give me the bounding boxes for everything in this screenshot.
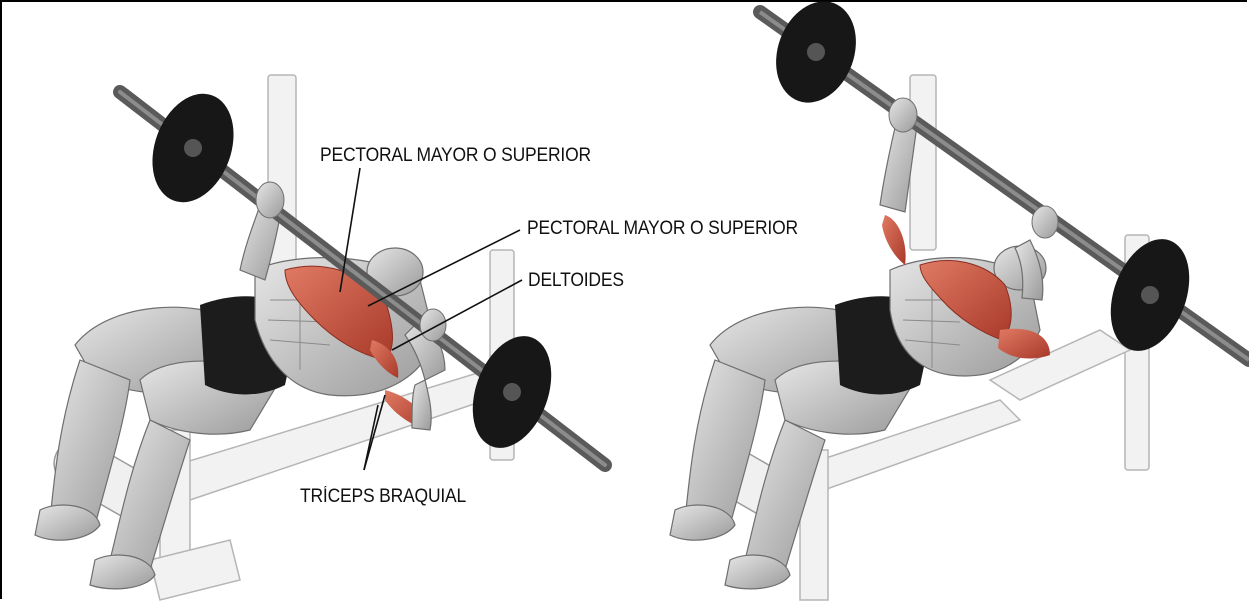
label-triceps: TRÍCEPS BRAQUIAL: [300, 486, 466, 508]
label-pectoral-upper-2: PECTORAL MAYOR O SUPERIOR: [527, 218, 798, 240]
label-deltoides: DELTOIDES: [528, 270, 624, 292]
deltoid-muscle-right: [882, 215, 906, 265]
right-figure: [670, 0, 1249, 600]
label-pectoral-upper-1: PECTORAL MAYOR O SUPERIOR: [320, 145, 591, 167]
